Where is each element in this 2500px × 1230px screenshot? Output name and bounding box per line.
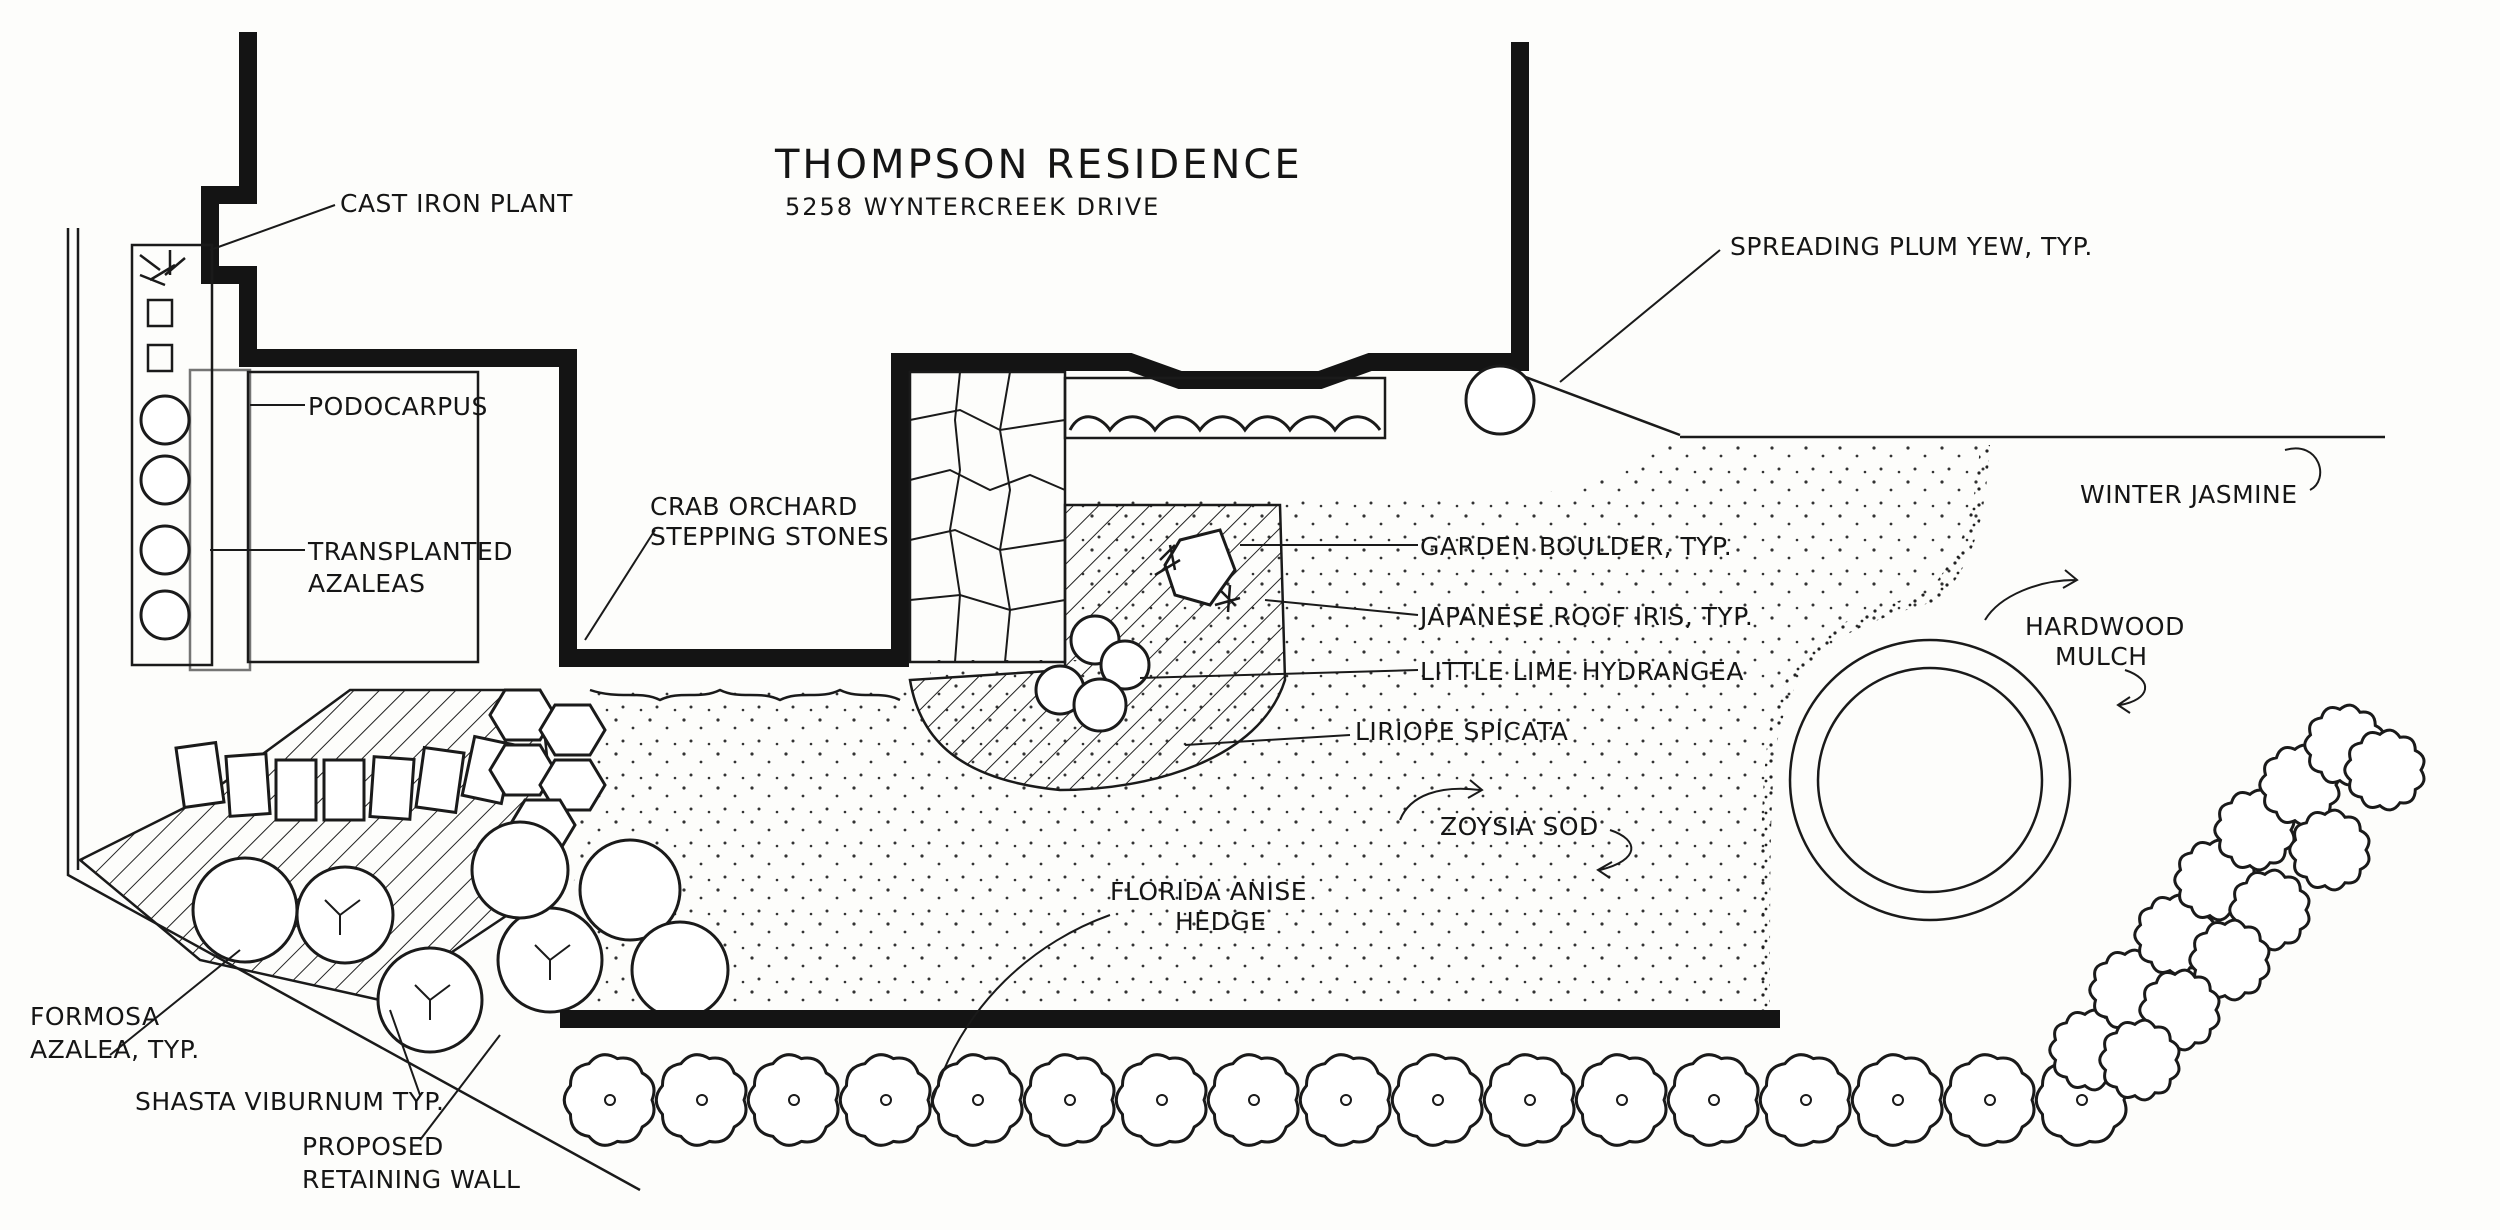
- anise-shrub-center: [1524, 1094, 1536, 1106]
- anise-shrub: [1114, 1053, 1208, 1147]
- iris-icon: [1154, 544, 1241, 613]
- anise-shrub: [1482, 1053, 1576, 1147]
- viburnum-marks: [324, 899, 571, 1020]
- winter-jasmine-row: [2048, 703, 2426, 1102]
- anise-shrub-center: [2076, 1094, 2088, 1106]
- anise-shrub: [838, 1053, 932, 1147]
- label-crab-orchard: CRAB ORCHARD: [650, 492, 858, 521]
- anise-shrub: [1850, 1053, 1944, 1147]
- label-shasta-viburnum: SHASTA VIBURNUM TYP.: [135, 1087, 445, 1116]
- anise-shrub-center: [1432, 1094, 1444, 1106]
- anise-shrub-center: [788, 1094, 800, 1106]
- round-patio-outer: [1788, 638, 2072, 922]
- anise-shrub-center: [604, 1094, 616, 1106]
- anise-shrub-center: [1064, 1094, 1076, 1106]
- anise-shrub: [1298, 1053, 1392, 1147]
- anise-shrub-center: [1800, 1094, 1812, 1106]
- label-liriope-spicata: LIRIOPE SPICATA: [1355, 717, 1568, 746]
- label-japanese-roof-iris: JAPANESE ROOF IRIS, TYP.: [1418, 602, 1753, 631]
- anise-shrub: [654, 1053, 748, 1147]
- garden-boulder: [1163, 528, 1237, 607]
- cast-iron-plant-icon: [139, 250, 186, 287]
- flagstone-pattern: [909, 371, 1066, 663]
- label-transplanted: TRANSPLANTED: [307, 537, 513, 566]
- house-wall: [201, 32, 1529, 667]
- residence-address: 5258 WYNTERCREEK DRIVE: [785, 193, 1160, 221]
- hydrangea-cluster: [1034, 614, 1151, 733]
- label-podocarpus: PODOCARPUS: [308, 392, 488, 421]
- azalea-group: [139, 394, 191, 641]
- label-mulch: MULCH: [2055, 642, 2148, 671]
- anise-shrub-center: [880, 1094, 892, 1106]
- label-little-lime-hydrangea: LITTLE LIME HYDRANGEA: [1420, 657, 1744, 686]
- anise-shrub-center: [1340, 1094, 1352, 1106]
- lawn-edge-dense: [1760, 445, 1990, 1020]
- florida-anise-hedge: [562, 1053, 2128, 1147]
- property-boundary: [66, 228, 641, 1192]
- anise-shrub-center: [972, 1094, 984, 1106]
- anise-shrub: [1206, 1053, 1300, 1147]
- zoysia-arrows: [1399, 569, 2146, 879]
- anise-shrub: [1390, 1053, 1484, 1147]
- anise-shrub-center: [1156, 1094, 1168, 1106]
- anise-shrub: [1022, 1053, 1116, 1147]
- anise-shrub-center: [1616, 1094, 1628, 1106]
- stone-1: [146, 298, 174, 328]
- anise-shrub: [746, 1053, 840, 1147]
- lawn: [560, 440, 1990, 1020]
- yew-bed: [1063, 376, 1387, 440]
- yew-row: [1068, 415, 1382, 433]
- anise-shrub-center: [1708, 1094, 1720, 1106]
- label-zoysia-sod: ZOYSIA SOD: [1440, 812, 1599, 841]
- jasmine-shrub: [2343, 728, 2426, 812]
- jasmine-shrub: [2188, 918, 2271, 1002]
- label-spreading-plum-yew: SPREADING PLUM YEW, TYP.: [1730, 232, 2093, 261]
- label-stepping-stones: STEPPING STONES: [650, 522, 889, 551]
- label-cast-iron-plant: CAST IRON PLANT: [340, 189, 573, 218]
- anise-shrub: [1666, 1053, 1760, 1147]
- jasmine-shrub: [2098, 1018, 2181, 1102]
- label-formosa: FORMOSA: [30, 1002, 160, 1031]
- anise-shrub-center: [696, 1094, 708, 1106]
- leader-lines: [109, 204, 2322, 1141]
- podocarpus-bed: [188, 368, 252, 672]
- yew-edge-line: [1519, 373, 1681, 437]
- residence-title: THOMPSON RESIDENCE: [774, 142, 1303, 188]
- retaining-wall: [560, 1010, 1780, 1028]
- anise-shrub-center: [1892, 1094, 1904, 1106]
- anise-shrub: [1574, 1053, 1668, 1147]
- liriope-border: [589, 688, 901, 702]
- label-proposed: PROPOSED: [302, 1132, 444, 1161]
- inner-room: [246, 370, 480, 664]
- label-hedge: HEDGE: [1175, 907, 1267, 936]
- crab-orchard-stones: [488, 688, 607, 852]
- label-azalea-typ: AZALEA, TYP.: [30, 1035, 200, 1064]
- label-florida-anise: FLORIDA ANISE: [1110, 877, 1307, 906]
- label-retaining-wall: RETAINING WALL: [302, 1165, 520, 1194]
- jasmine-shrub: [2288, 808, 2371, 892]
- round-patio-inner: [1816, 666, 2044, 894]
- anise-shrub: [1942, 1053, 2036, 1147]
- label-azaleas: AZALEAS: [308, 569, 426, 598]
- anise-shrub: [562, 1053, 656, 1147]
- side-bed: [130, 243, 214, 667]
- anise-shrub: [1758, 1053, 1852, 1147]
- anise-shrub-center: [1984, 1094, 1996, 1106]
- stone-2: [146, 343, 174, 373]
- spreading-plum-yew: [1464, 364, 1536, 436]
- anise-shrub-center: [1248, 1094, 1260, 1106]
- label-hardwood: HARDWOOD: [2025, 612, 2185, 641]
- label-winter-jasmine: WINTER JASMINE: [2080, 480, 2298, 509]
- label-garden-boulder: GARDEN BOULDER, TYP.: [1420, 532, 1732, 561]
